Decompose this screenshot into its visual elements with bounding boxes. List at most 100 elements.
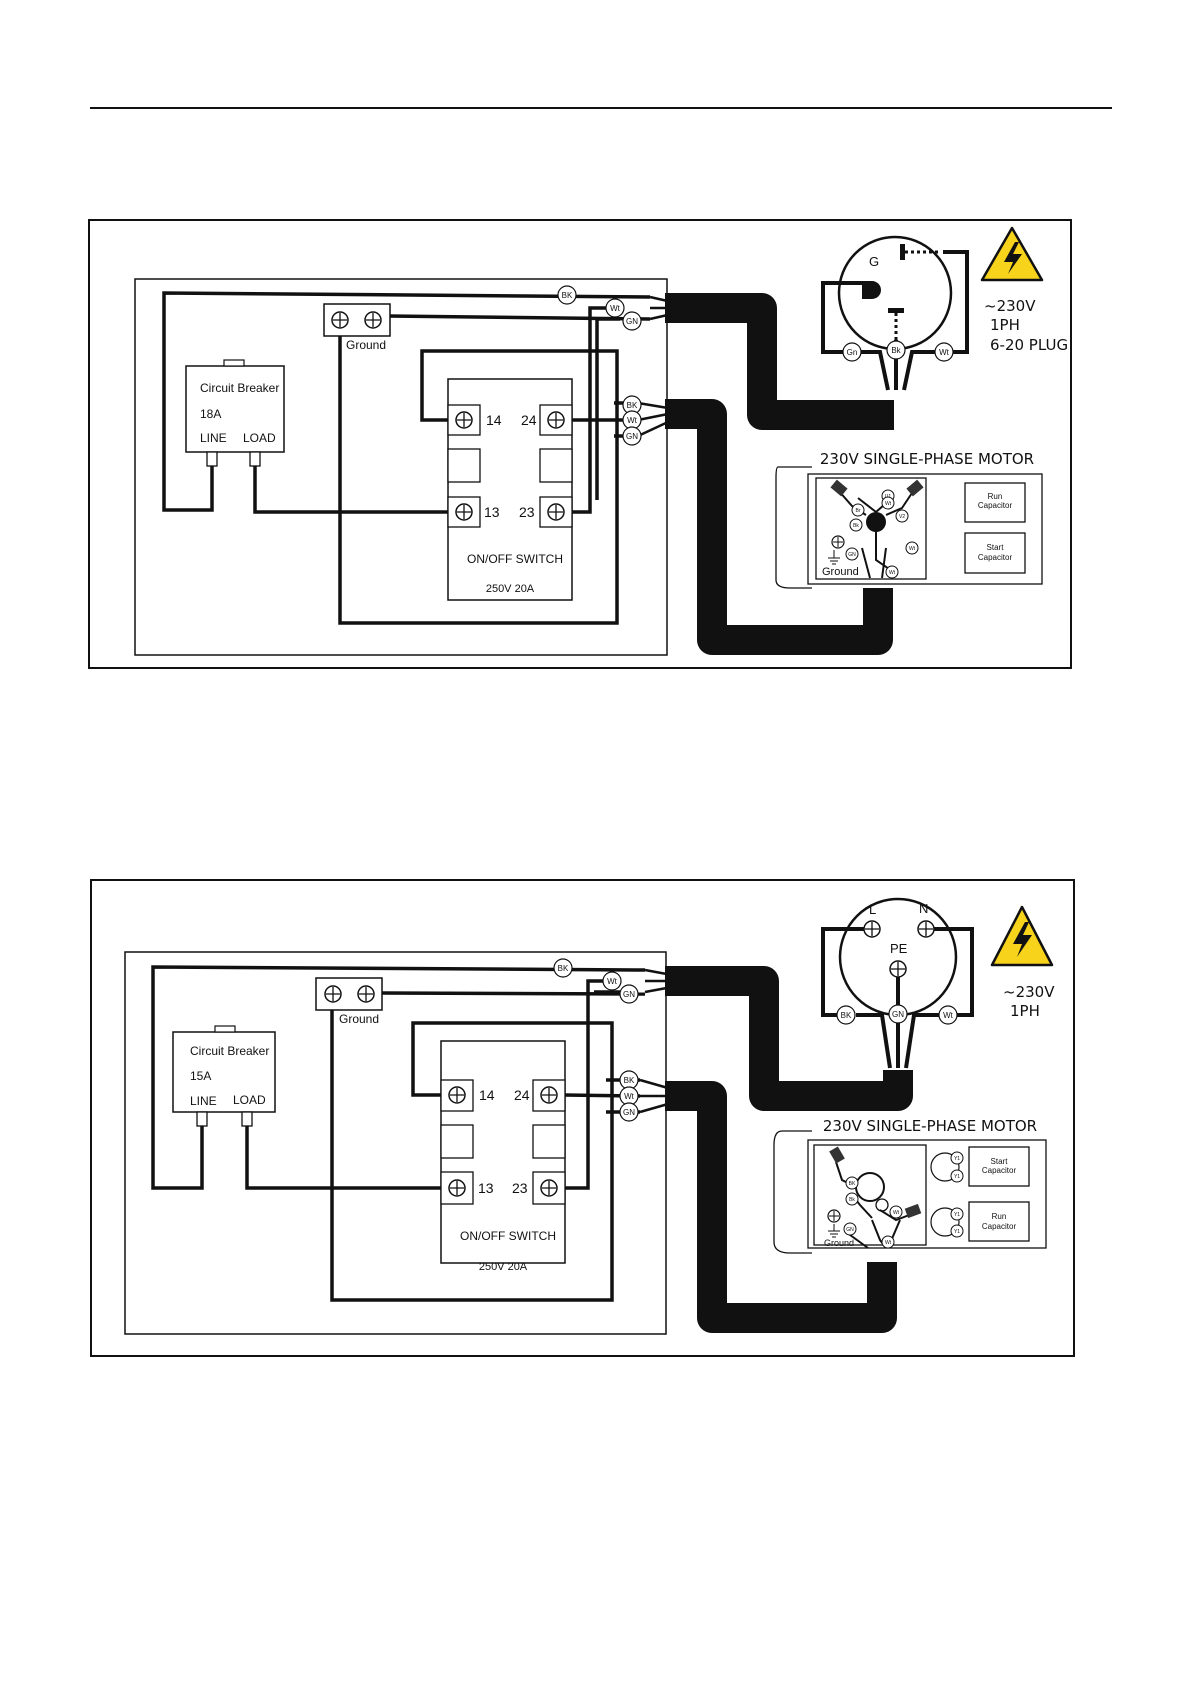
run-capacitor — [964, 482, 1026, 523]
svg-text:Wt: Wt — [885, 1240, 892, 1246]
motor-single-phase: 230V SINGLE-PHASE MOTOR U1 Wt Br — [775, 450, 1043, 589]
switch-rating: 250V 20A — [486, 583, 535, 595]
svg-text:Run: Run — [992, 1212, 1007, 1221]
svg-text:Wt: Wt — [885, 501, 892, 507]
terminal-13-label: 13 — [484, 504, 500, 520]
svg-text:Capacitor: Capacitor — [982, 1166, 1017, 1175]
ground-label: Ground — [339, 1012, 379, 1026]
plug-voltage: ~230V — [1003, 983, 1055, 1001]
motor-terminal-tags: U1 Wt Br Bk V2 GN Wt Wt — [845, 489, 919, 579]
tag-wt: Wt — [624, 1092, 635, 1101]
control-box — [134, 278, 668, 656]
capacitor-terminal-tags: Y1 Y1 Y1 Y1 — [950, 1151, 964, 1238]
svg-text:Wt: Wt — [893, 1210, 900, 1216]
svg-text:BK: BK — [841, 1011, 852, 1020]
screw-terminal-icon — [364, 311, 382, 329]
breaker-line-label: LINE — [190, 1094, 217, 1108]
svg-text:BK: BK — [849, 1181, 856, 1187]
motor-ground-label: Ground — [824, 1238, 854, 1248]
screw-terminal-icon — [357, 985, 375, 1003]
svg-text:V2: V2 — [899, 514, 905, 520]
svg-text:Capacitor: Capacitor — [982, 1222, 1017, 1231]
on-off-switch: 14 24 13 23 ON/OFF SWITCH 250V 20A — [440, 1040, 566, 1273]
run-capacitor — [968, 1201, 1030, 1242]
plug-lead-tags: BK GN Wt — [836, 1004, 958, 1025]
svg-text:Start: Start — [991, 1157, 1009, 1166]
screw-terminal-icon — [831, 535, 845, 549]
svg-text:Y1: Y1 — [954, 1156, 960, 1162]
motor-ground-label: Ground — [822, 566, 859, 578]
svg-text:GN: GN — [848, 552, 856, 558]
plug-pin-g: G — [869, 254, 879, 269]
screw-terminal-icon — [827, 1209, 841, 1223]
plug-cee: L N PE BK GN Wt ~230V — [821, 897, 1055, 1069]
motor-terminal-tags: BK Bk Wt GN Wt — [843, 1176, 903, 1249]
breaker-rating: 18A — [200, 407, 221, 421]
terminal-23-label: 23 — [512, 1180, 528, 1196]
power-cable — [665, 293, 894, 655]
screw-terminal-icon — [455, 411, 473, 429]
cable-tags-mid: BK Wt GN — [619, 1070, 639, 1122]
svg-text:Wt: Wt — [909, 546, 916, 552]
switch-name: ON/OFF SWITCH — [467, 552, 563, 566]
tag-bk: BK — [558, 964, 569, 973]
diagram-frame — [88, 219, 1072, 669]
svg-text:Y1: Y1 — [954, 1212, 960, 1218]
start-capacitor — [968, 1146, 1030, 1187]
screw-terminal-icon — [448, 1179, 466, 1197]
svg-text:Capacitor: Capacitor — [978, 501, 1013, 510]
plug-pin-n: N — [919, 901, 928, 916]
breaker-title: Circuit Breaker — [200, 381, 279, 395]
tag-gn: GN — [626, 432, 638, 441]
switch-name: ON/OFF SWITCH — [460, 1229, 556, 1243]
svg-text:Br: Br — [856, 508, 861, 514]
control-box — [124, 951, 667, 1335]
ground-terminal-block: Ground — [315, 977, 383, 1026]
tag-wt: Wt — [610, 304, 621, 313]
warning-high-voltage-icon — [990, 905, 1054, 967]
screw-terminal-icon — [547, 411, 565, 429]
circuit-breaker: Circuit Breaker 15A LINE LOAD — [172, 1025, 276, 1145]
svg-text:Wt: Wt — [943, 1011, 954, 1020]
tag-bk: BK — [627, 401, 638, 410]
terminal-23-label: 23 — [519, 504, 535, 520]
breaker-load-label: LOAD — [243, 431, 276, 445]
tag-gn: GN — [626, 317, 638, 326]
tag-bk: BK — [562, 291, 573, 300]
svg-text:Run: Run — [988, 492, 1003, 501]
svg-text:Y1: Y1 — [954, 1174, 960, 1180]
svg-text:Start: Start — [987, 543, 1005, 552]
ground-label: Ground — [346, 338, 386, 352]
plug-pin-l: L — [869, 902, 876, 917]
diagram-lower: BK Wt GN BK Wt GN Ground Circuit Breaker… — [90, 879, 1075, 1357]
terminal-24-label: 24 — [514, 1087, 530, 1103]
cable-tags-mid: BK Wt GN — [622, 395, 642, 446]
breaker-line-label: LINE — [200, 431, 227, 445]
tag-gn: GN — [623, 1108, 635, 1117]
plug-type: 6-20 PLUG — [990, 336, 1068, 354]
plug-lead-tags: Gn Bk Wt — [842, 340, 954, 362]
cable-fanout — [637, 295, 673, 438]
switch-rating: 250V 20A — [479, 1261, 528, 1273]
ground-symbol-icon — [828, 550, 840, 565]
screw-terminal-icon — [540, 1086, 558, 1104]
screw-terminal-icon — [331, 311, 349, 329]
plug-pin-pe: PE — [890, 941, 908, 956]
cable-fanout — [639, 968, 673, 1114]
tag-bk: BK — [624, 1076, 635, 1085]
svg-text:Wt: Wt — [889, 570, 896, 576]
motor-title: 230V SINGLE-PHASE MOTOR — [823, 1117, 1037, 1135]
terminal-13-label: 13 — [478, 1180, 494, 1196]
screw-terminal-icon — [889, 960, 907, 978]
screw-terminal-icon — [917, 920, 935, 938]
plug-phase: 1PH — [1010, 1002, 1040, 1020]
terminal-14-label: 14 — [479, 1087, 495, 1103]
breaker-load-label: LOAD — [233, 1093, 266, 1107]
start-capacitor — [964, 532, 1026, 574]
plug-6-20: G Gn Bk Wt ~230V 1PH — [821, 235, 1068, 391]
tag-gn: GN — [623, 990, 635, 999]
terminal-14-label: 14 — [486, 412, 502, 428]
svg-text:Bk: Bk — [853, 523, 859, 529]
cable-tags-top: BK Wt GN — [553, 958, 639, 1004]
